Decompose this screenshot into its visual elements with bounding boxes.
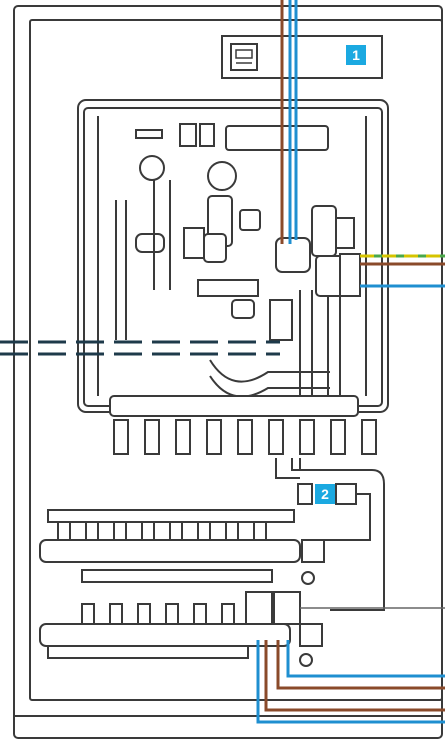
mid-section bbox=[275, 458, 385, 611]
supply-lines bbox=[256, 0, 445, 724]
blue-line-bottom bbox=[286, 640, 445, 678]
blue-line-bottom-2 bbox=[256, 640, 445, 724]
brown-line-bottom bbox=[276, 640, 445, 690]
circulation-pump-icon bbox=[275, 237, 311, 273]
display-box bbox=[225, 125, 329, 151]
dashed-lines bbox=[0, 340, 280, 356]
control-panel-icon bbox=[230, 43, 258, 71]
upper-manifold bbox=[109, 395, 377, 455]
lower-manifolds bbox=[39, 509, 325, 667]
callout-1: 1 bbox=[346, 45, 366, 65]
upper-valves bbox=[113, 419, 377, 455]
filter-box bbox=[183, 227, 205, 259]
brown-line-bottom-2 bbox=[264, 640, 445, 712]
unit-components bbox=[115, 123, 361, 400]
manifold-icon bbox=[109, 395, 359, 417]
lower-outlets bbox=[57, 521, 267, 625]
callout-2: 2 bbox=[315, 484, 335, 504]
cabinet-inner bbox=[29, 19, 443, 701]
valve-icon bbox=[139, 155, 165, 181]
